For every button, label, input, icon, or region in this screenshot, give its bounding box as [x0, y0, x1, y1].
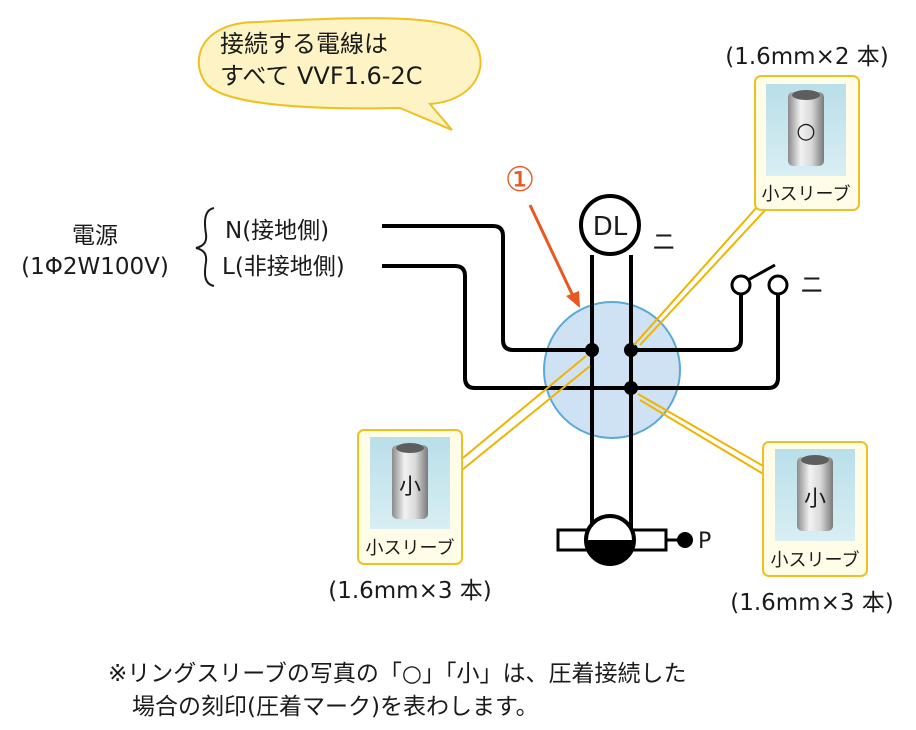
- footnote-line-1: ※リングスリーブの写真の「○」「小」は、圧着接続した: [108, 661, 686, 687]
- sleeve-name: 小スリーブ: [762, 183, 851, 205]
- wires: [382, 224, 780, 540]
- outlet-label: P: [698, 529, 711, 554]
- speech-bubble: 接続する電線は すべて VVF1.6-2C: [197, 17, 482, 131]
- wire-switch-bottom: [631, 293, 780, 390]
- lamp-label: DL: [593, 212, 628, 242]
- switch-lever: [747, 263, 776, 282]
- sleeve-photo: [797, 457, 833, 531]
- outlet-half: [586, 540, 634, 564]
- sleeve-photo: [392, 445, 428, 519]
- sleeve-card-bottom-left: 小 小スリーブ (1.6mm×3 本): [328, 429, 492, 604]
- l-line-label: L(非接地側): [222, 254, 345, 280]
- sleeve-mark: ○: [796, 119, 815, 144]
- junction-dot: [624, 381, 638, 395]
- sleeve-caption: (1.6mm×3 本): [730, 590, 894, 616]
- sleeve-card-bottom-right: 小 小スリーブ (1.6mm×3 本): [730, 441, 894, 616]
- lamp-note: ニ: [652, 228, 676, 256]
- switch-contact: [730, 274, 752, 296]
- marker-number: ①: [505, 160, 535, 200]
- n-line-label: N(接地側): [225, 218, 329, 244]
- footnote: ※リングスリーブの写真の「○」「小」は、圧着接続した 場合の刻印(圧着マーク)を…: [108, 661, 686, 720]
- sleeve-caption: (1.6mm×2 本): [725, 44, 889, 70]
- sleeve-mark: 小: [804, 487, 826, 512]
- power-source-label: 電源: [72, 223, 118, 249]
- junction-dots: [585, 343, 638, 395]
- sleeve-mark: 小: [399, 475, 421, 500]
- footnote-line-2: 場合の刻印(圧着マーク)を表わします。: [132, 694, 539, 720]
- wire-switch-top: [631, 293, 743, 352]
- sleeve-photo: [788, 92, 824, 166]
- power-source: 電源 (1Φ2W100V) N(接地側) L(非接地側): [21, 207, 345, 287]
- sleeve-caption: (1.6mm×3 本): [328, 578, 492, 604]
- leader-lines: [457, 206, 769, 476]
- junction-dot: [624, 343, 638, 357]
- bubble-line-2: すべて VVF1.6-2C: [220, 62, 423, 90]
- switch-contact: [767, 274, 789, 296]
- outlet: P: [556, 514, 711, 566]
- marker-arrowhead: [566, 291, 580, 308]
- sleeve-name: 小スリーブ: [366, 537, 455, 559]
- outlet-ground-dot: [677, 532, 693, 548]
- junction-dot: [585, 343, 599, 357]
- wire-n: [382, 224, 592, 352]
- sleeve-card-top-right: (1.6mm×2 本) ○ 小スリーブ: [725, 44, 889, 211]
- power-source-brace: [195, 207, 215, 287]
- switch: ニ: [730, 263, 824, 299]
- bubble-line-1: 接続する電線は: [220, 30, 388, 58]
- marker-1: ①: [505, 160, 580, 308]
- switch-note: ニ: [800, 271, 824, 299]
- lamp-dl: DL ニ: [579, 194, 676, 256]
- power-source-spec: (1Φ2W100V): [21, 254, 169, 280]
- sleeve-name: 小スリーブ: [771, 549, 860, 571]
- wire-l: [382, 264, 631, 390]
